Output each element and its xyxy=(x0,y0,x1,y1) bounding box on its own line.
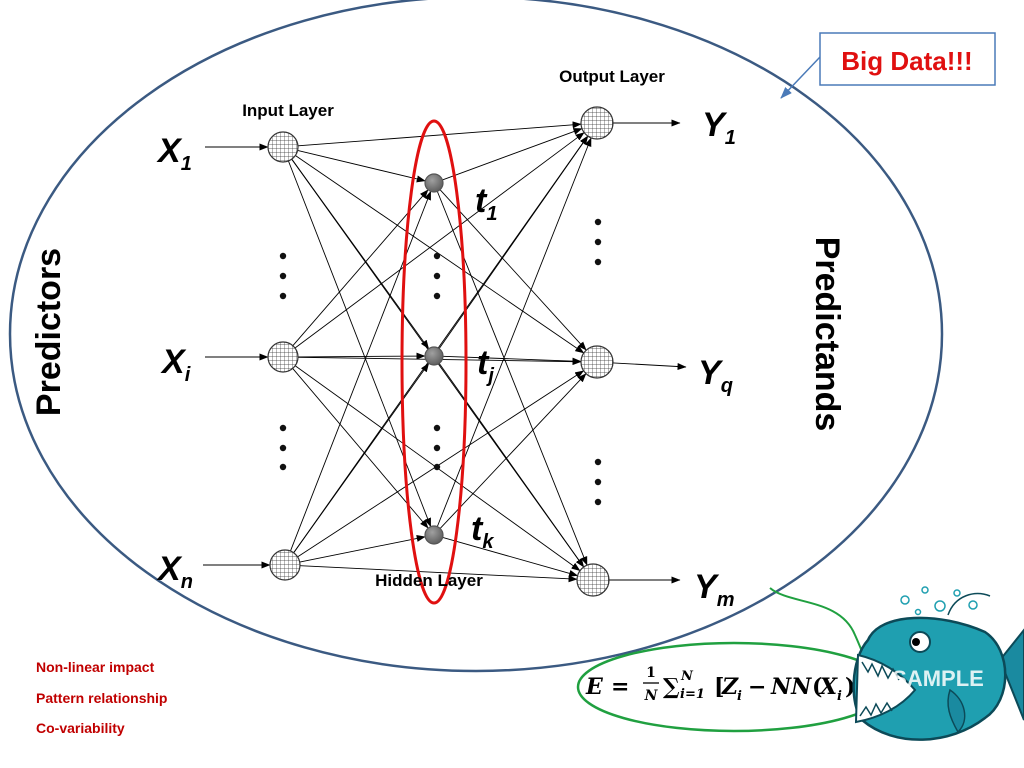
edge-hidden-0-output-0 xyxy=(442,128,583,181)
input-label-xn: Xn xyxy=(156,550,193,593)
output-dots-lower-1 xyxy=(594,478,602,486)
note-covariability: Co-variability xyxy=(36,720,125,736)
output-label-ym: Ym xyxy=(694,568,734,611)
svg-text:(: ( xyxy=(812,674,822,700)
svg-text:E: E xyxy=(585,674,604,700)
svg-text:1: 1 xyxy=(646,665,656,681)
input-dots-lower-0 xyxy=(279,424,287,432)
hidden-label-tk: tk xyxy=(471,510,494,553)
edge-input-2-output-2 xyxy=(299,565,578,583)
svg-text:): ) xyxy=(845,674,855,700)
input-layer-label: Input Layer xyxy=(242,101,334,120)
edge-input-0-output-0 xyxy=(297,121,582,147)
hidden-dots-lower-1 xyxy=(433,444,441,452)
input-node-2 xyxy=(269,549,301,581)
hidden-node-0 xyxy=(424,173,444,193)
svg-text:N: N xyxy=(644,688,659,704)
output-arrow-1 xyxy=(612,362,687,371)
svg-text:i=1: i=1 xyxy=(680,687,705,702)
hidden-dots-upper-0 xyxy=(433,252,441,260)
edge-hidden-2-output-2 xyxy=(442,537,579,577)
output-node-1 xyxy=(580,345,614,379)
input-label-x1: X1 xyxy=(156,132,192,175)
hidden-label-tj: tj xyxy=(477,344,494,387)
hidden-layer-highlight xyxy=(400,119,468,605)
note-nonlinear: Non-linear impact xyxy=(36,659,155,675)
edge-input-1-hidden-1 xyxy=(297,352,426,360)
edge-input-0-hidden-0 xyxy=(297,150,426,183)
svg-text:N: N xyxy=(680,669,694,684)
output-layer-label: Output Layer xyxy=(559,67,665,86)
callout-arrow xyxy=(780,56,821,99)
predictors-label: Predictors xyxy=(30,248,68,416)
edge-input-1-output-0 xyxy=(294,132,585,349)
edge-input-0-hidden-2 xyxy=(288,160,432,528)
output-dots-upper-0 xyxy=(594,218,602,226)
edge-input-2-hidden-0 xyxy=(290,190,432,552)
input-dots-lower-2 xyxy=(279,463,287,471)
callout-box xyxy=(819,32,996,86)
error-formula: E = 1 N ∑ N i=1 [ Z i − NN ( X i ) ] 2 xyxy=(585,665,871,704)
hidden-dots-lower-2 xyxy=(433,463,441,471)
output-dots-upper-1 xyxy=(594,238,602,246)
hidden-dots-upper-1 xyxy=(433,272,441,280)
hidden-node-1 xyxy=(424,346,444,366)
data-ellipse xyxy=(8,0,944,673)
output-dots-upper-2 xyxy=(594,258,602,266)
svg-text:[: [ xyxy=(714,674,724,700)
svg-text:i: i xyxy=(837,689,842,704)
edge-hidden-2-output-1 xyxy=(439,373,587,529)
network-nodes xyxy=(267,106,614,597)
input-dots-upper-1 xyxy=(279,272,287,280)
callout-text: Big Data!!! xyxy=(841,46,972,76)
input-dots-lower-1 xyxy=(279,444,287,452)
edge-input-1-hidden-2 xyxy=(292,368,429,529)
hidden-dots-upper-2 xyxy=(433,292,441,300)
input-node-1 xyxy=(267,341,299,373)
edge-input-2-hidden-2 xyxy=(299,535,426,563)
svg-text:Z: Z xyxy=(721,674,739,700)
hidden-dots-lower-0 xyxy=(433,424,441,432)
edge-input-1-hidden-0 xyxy=(292,189,429,346)
output-dots-lower-0 xyxy=(594,458,602,466)
hidden-label-t1: t1 xyxy=(475,182,497,225)
svg-text:X: X xyxy=(818,674,838,700)
output-node-2 xyxy=(576,563,610,597)
svg-text:∑: ∑ xyxy=(663,674,680,700)
edge-hidden-0-output-1 xyxy=(439,189,587,351)
input-label-xi: Xi xyxy=(160,343,191,386)
hidden-node-2 xyxy=(424,525,444,545)
edge-input-2-output-1 xyxy=(297,370,585,558)
svg-text:=: = xyxy=(611,674,629,700)
hidden-layer-label: Hidden Layer xyxy=(375,571,483,590)
input-node-0 xyxy=(267,131,299,163)
fish-illustration xyxy=(852,586,1024,741)
input-dots-upper-2 xyxy=(279,292,287,300)
input-dots-upper-0 xyxy=(279,252,287,260)
output-label-yq: Yq xyxy=(698,354,733,397)
predictands-label: Predictands xyxy=(808,237,846,432)
output-node-0 xyxy=(580,106,614,140)
svg-text:i: i xyxy=(737,689,742,704)
ellipsis-dots xyxy=(279,218,602,506)
svg-text:NN: NN xyxy=(770,674,812,700)
output-dots-lower-2 xyxy=(594,498,602,506)
output-label-y1: Y1 xyxy=(702,106,736,149)
sample-watermark: SAMPLE xyxy=(892,666,984,691)
edge-hidden-1-output-2 xyxy=(438,363,585,568)
svg-text:−: − xyxy=(748,674,766,700)
note-pattern: Pattern relationship xyxy=(36,690,167,706)
